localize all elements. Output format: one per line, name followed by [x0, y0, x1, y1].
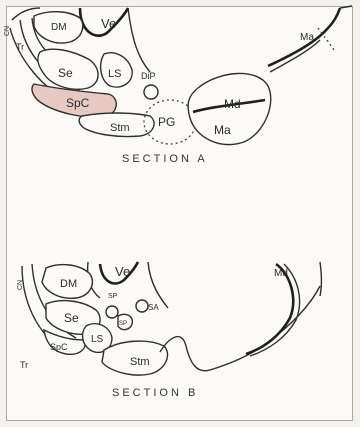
label-sp-small-b: SP: [119, 321, 127, 327]
section-a-top-right-edge: [340, 6, 352, 8]
label-md-a: Md: [224, 97, 241, 111]
label-pg-a: PG: [158, 115, 175, 129]
label-dm-b: DM: [60, 278, 77, 290]
section-a: CN DM Ve Tr Se LS DiP SpC Stm PG Md Ma M…: [4, 6, 352, 165]
section-b: CN DM Ve SP SA Se SP SpC LS Stm Tr Md SE…: [17, 262, 322, 399]
label-cn-b: CN: [17, 280, 24, 290]
region-dip-a: [144, 85, 158, 99]
label-se-b: Se: [64, 311, 79, 325]
section-b-ve-right-edge: [148, 262, 168, 308]
caption-section-b: SECTION B: [112, 387, 198, 399]
label-spc-a: SpC: [66, 96, 90, 110]
caption-section-a: SECTION A: [122, 153, 208, 165]
label-spc-b: SpC: [50, 342, 68, 352]
label-ma-upper-a: Ma: [300, 32, 314, 43]
label-tr-a: Tr: [16, 42, 24, 52]
label-sp-b: SP: [108, 293, 118, 300]
label-ve-b: Ve: [115, 264, 130, 279]
label-stm-a: Stm: [110, 122, 130, 134]
label-ma-a: Ma: [214, 123, 231, 137]
section-a-ma-inner-curve: [270, 40, 320, 72]
label-cn-a: CN: [4, 26, 11, 36]
label-md-b: Md: [274, 268, 288, 279]
label-sa-b: SA: [148, 303, 159, 312]
section-a-ve-right-edge: [128, 8, 150, 72]
label-ls-b: LS: [91, 334, 104, 345]
label-stm-b: Stm: [130, 356, 150, 368]
region-sp-b: [106, 306, 118, 318]
label-se-a: Se: [58, 66, 73, 80]
label-ve-a: Ve: [101, 16, 116, 31]
label-tr-b: Tr: [20, 360, 28, 370]
label-ls-a: LS: [108, 68, 121, 80]
section-b-baseline-curve: [160, 286, 320, 371]
section-b-right-edge: [320, 262, 322, 296]
label-dip-a: DiP: [141, 71, 156, 81]
label-dm-a: DM: [51, 22, 67, 33]
region-sa-b: [136, 300, 148, 312]
